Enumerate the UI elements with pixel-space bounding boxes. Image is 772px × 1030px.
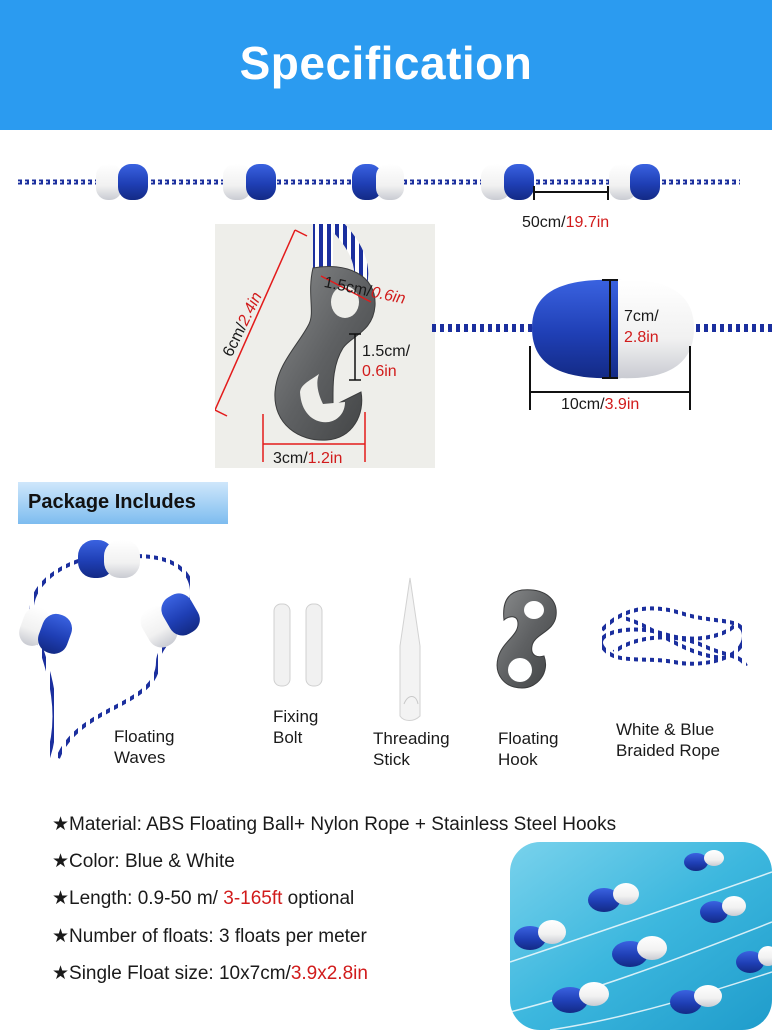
spec-size: ★Single Float size: 10x7cm/3.9x2.8in: [52, 963, 368, 984]
float-3: [352, 164, 404, 200]
fixing-bolt-image: [273, 603, 323, 687]
float-5: [609, 164, 660, 200]
float-width-label: 10cm/3.9in: [561, 396, 640, 413]
header-banner: Specification: [0, 0, 772, 130]
braided-rope-image: [598, 606, 748, 668]
spec-color: ★Color: Blue & White: [52, 851, 235, 872]
hook-gap-label: 1.5cm/0.6in: [362, 343, 411, 380]
pool-photo: [510, 842, 772, 1030]
spec-material: ★Material: ABS Floating Ball+ Nylon Rope…: [52, 814, 617, 835]
float-1: [96, 164, 148, 200]
floating-waves-image: [19, 540, 200, 759]
float-2: [223, 164, 276, 200]
single-float-image: [432, 279, 772, 410]
float-4: [481, 164, 534, 200]
spec-length: ★Length: 0.9-50 m/ 3-165ft optional: [52, 888, 355, 909]
spacing-label: 50cm/19.7in: [522, 214, 610, 231]
hook-width-label: 3cm/1.2in: [273, 450, 343, 467]
package-header: [18, 482, 228, 524]
float-height-label: 7cm/2.8in: [624, 308, 659, 346]
package-title: Package Includes: [28, 491, 196, 513]
hook-photo: [214, 219, 435, 468]
threading-stick-image: [399, 577, 421, 721]
lane-rope-image: [18, 164, 740, 200]
page-title: Specification: [239, 37, 533, 89]
spec-floats: ★Number of floats: 3 floats per meter: [52, 926, 367, 947]
floating-hook-image: [496, 589, 557, 689]
